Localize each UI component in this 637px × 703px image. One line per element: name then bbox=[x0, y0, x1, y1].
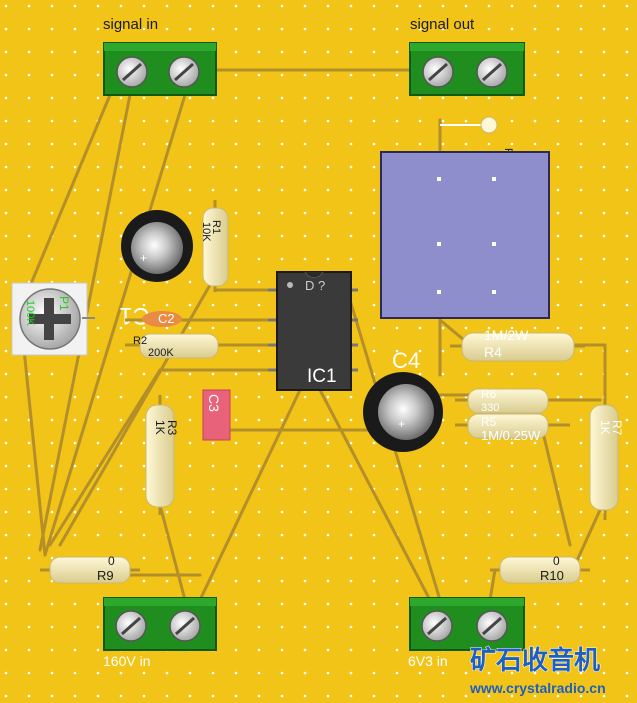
label-r5-name: R5 bbox=[481, 415, 497, 429]
svg-text:+: + bbox=[398, 417, 405, 431]
label-r7-value: 1K bbox=[598, 420, 612, 435]
relay-module bbox=[380, 151, 550, 319]
terminal-signal-out bbox=[409, 42, 525, 96]
label-r1-value: 10K bbox=[200, 222, 212, 242]
resistor-r10 bbox=[490, 556, 590, 584]
label-r3-value: 1K bbox=[153, 420, 167, 435]
label-6v3-in: 6V3 in bbox=[408, 653, 448, 669]
terminal-160v-in bbox=[103, 597, 217, 651]
resistor-r2 bbox=[125, 333, 225, 359]
label-r2-name: R2 bbox=[133, 335, 147, 347]
label-r3-name: R3 bbox=[165, 420, 179, 436]
label-signal-out: signal out bbox=[410, 16, 475, 33]
resistor-r4 bbox=[450, 332, 585, 362]
resistor-r5 bbox=[455, 413, 570, 439]
watermark-url: www.crystalradio.cn bbox=[469, 680, 606, 696]
label-r10-name: R10 bbox=[540, 568, 564, 583]
label-pot-name: P1 bbox=[57, 296, 71, 311]
label-r1-name: R1 bbox=[210, 220, 222, 234]
capacitor-c4: + bbox=[363, 372, 443, 452]
terminal-signal-in bbox=[103, 42, 217, 96]
ic-chip: D ? bbox=[268, 271, 358, 391]
svg-text:+: + bbox=[140, 251, 147, 265]
terminal-6v3-in bbox=[409, 597, 525, 651]
label-c3: C3 bbox=[206, 394, 222, 412]
label-ic1: IC1 bbox=[307, 366, 337, 387]
label-r2-value: 200K bbox=[148, 347, 174, 359]
resistor-r3 bbox=[145, 395, 175, 515]
label-r9-name: R9 bbox=[97, 568, 114, 583]
svg-text:D ?: D ? bbox=[305, 278, 325, 293]
resistor-r9 bbox=[40, 556, 140, 584]
resistor-r7 bbox=[589, 395, 619, 520]
resistor-r6 bbox=[455, 388, 560, 414]
label-r10-value: 0 bbox=[553, 554, 560, 568]
label-signal-in: signal in bbox=[103, 16, 158, 33]
label-r7-name: R7 bbox=[610, 420, 624, 436]
capacitor-c3 bbox=[202, 389, 231, 441]
label-r5-value: 1M/0.25W bbox=[481, 428, 541, 443]
label-r6-name: R6 bbox=[481, 387, 497, 401]
label-pot-value: 100K bbox=[24, 300, 36, 326]
label-r6-value: 330 bbox=[481, 402, 499, 414]
watermark-chinese: 矿石收音机 bbox=[470, 645, 600, 675]
potentiometer-p1 bbox=[11, 282, 95, 356]
capacitor-c1: + bbox=[121, 210, 193, 282]
label-c4: C4 bbox=[392, 348, 420, 373]
resistor-r8 bbox=[440, 116, 498, 134]
label-c2: C2 bbox=[158, 311, 175, 326]
label-r9-value: 0 bbox=[108, 554, 115, 568]
capacitor-c2 bbox=[125, 311, 190, 327]
resistor-r1 bbox=[202, 200, 229, 292]
label-160v-in: 160V in bbox=[103, 653, 150, 669]
label-r4-value: 1M/2W bbox=[484, 327, 529, 343]
label-r4-name: R4 bbox=[484, 344, 502, 360]
